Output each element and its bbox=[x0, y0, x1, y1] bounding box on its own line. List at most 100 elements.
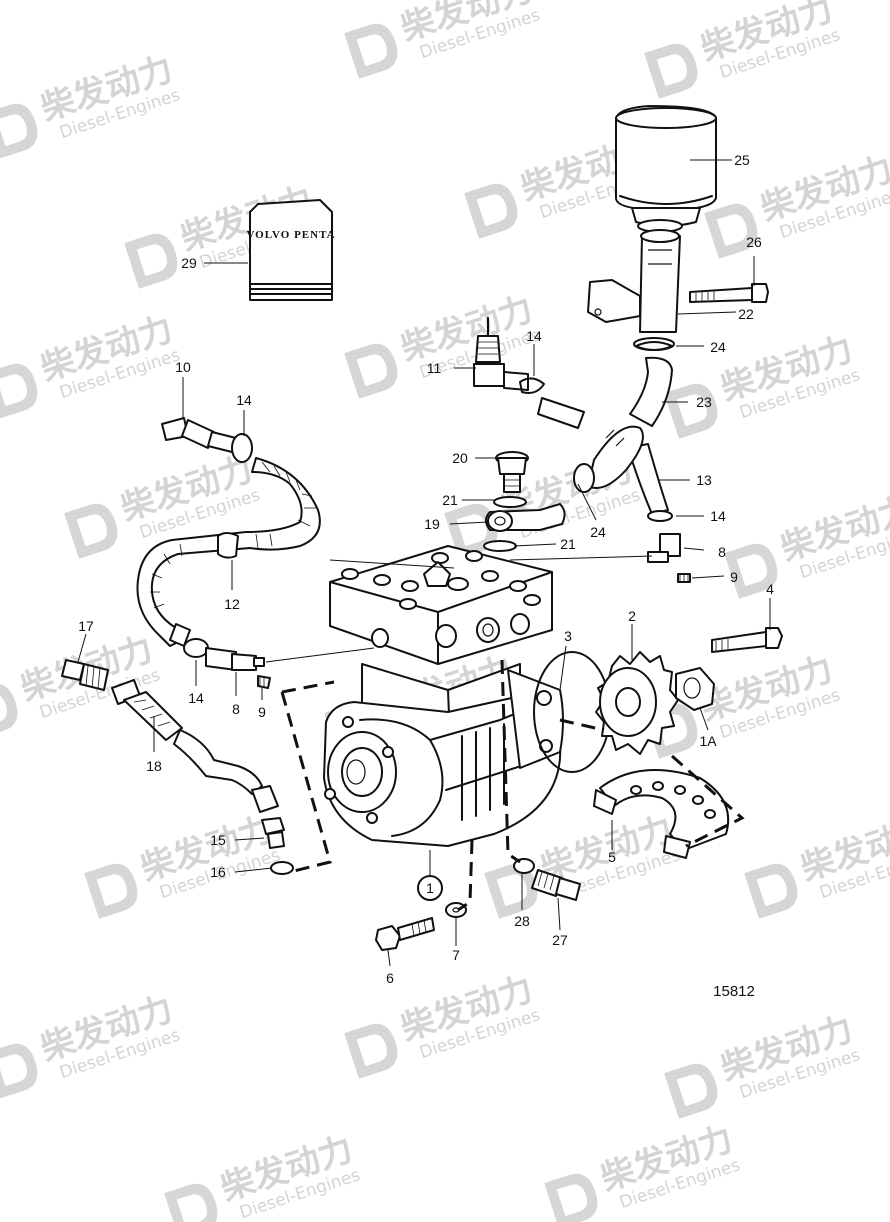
watermark-logo-icon bbox=[344, 1023, 398, 1079]
label-11: 11 bbox=[427, 360, 442, 376]
compressor-body bbox=[323, 545, 564, 847]
label-9-left: 9 bbox=[258, 704, 266, 720]
label-12: 12 bbox=[224, 596, 240, 612]
label-8-right: 8 bbox=[718, 544, 726, 560]
label-21-lower: 21 bbox=[560, 536, 576, 552]
part-4-bolt bbox=[711, 627, 783, 653]
part-24-hose-lower bbox=[573, 425, 644, 493]
watermark-logo-icon bbox=[124, 233, 178, 289]
part-18-pipe bbox=[111, 679, 279, 813]
watermark-logo-icon bbox=[344, 343, 398, 399]
part-17-adapter bbox=[61, 659, 109, 691]
label-24-lower: 24 bbox=[590, 524, 606, 540]
part-8-fitting-left bbox=[205, 647, 271, 689]
label-4: 4 bbox=[766, 581, 774, 597]
part-2-gear bbox=[595, 651, 679, 755]
part-21-washer-lower bbox=[483, 540, 517, 552]
label-28: 28 bbox=[514, 913, 530, 929]
assembly-dashed-lines bbox=[280, 659, 745, 912]
part-29-manual bbox=[249, 199, 333, 301]
part-16-washer bbox=[270, 861, 294, 875]
label-25: 25 bbox=[734, 152, 750, 168]
label-14-left-top: 14 bbox=[236, 392, 252, 408]
watermark-logo-icon bbox=[644, 43, 698, 99]
part-11-fitting bbox=[473, 317, 585, 429]
part-8-fitting-right bbox=[647, 533, 691, 583]
part-15-nipple bbox=[261, 817, 285, 849]
label-14-right: 14 bbox=[710, 508, 726, 524]
label-14-left-bottom: 14 bbox=[188, 690, 204, 706]
label-29: 29 bbox=[181, 255, 197, 271]
part-14-clamp-a bbox=[231, 433, 253, 463]
part-24-clamp-upper bbox=[635, 341, 673, 351]
part-6-bolt bbox=[375, 917, 435, 951]
drawing: VOLVO PENTA 1 bbox=[61, 105, 783, 1000]
part-5-cover bbox=[593, 769, 730, 859]
label-24-upper: 24 bbox=[710, 339, 726, 355]
label-17: 17 bbox=[78, 618, 94, 634]
watermark-logo-icon bbox=[64, 503, 118, 559]
label-22: 22 bbox=[738, 306, 754, 322]
part-labels: 25 26 22 24 23 13 14 8 9 11 14 20 21 19 … bbox=[78, 152, 774, 986]
label-10: 10 bbox=[175, 359, 191, 375]
part-27-nipple bbox=[531, 869, 581, 901]
watermark-logo-icon bbox=[744, 863, 798, 919]
part-25-filter-canister bbox=[615, 105, 717, 233]
part-26-bolt bbox=[689, 283, 769, 303]
part-14-clamp-d bbox=[647, 510, 673, 522]
label-9-right: 9 bbox=[730, 569, 738, 585]
part-12-hose-left bbox=[136, 417, 321, 647]
watermark-logo-icon bbox=[664, 383, 718, 439]
label-13: 13 bbox=[696, 472, 712, 488]
label-7: 7 bbox=[452, 947, 460, 963]
watermark-logo-icon bbox=[0, 363, 38, 419]
label-2: 2 bbox=[628, 608, 636, 624]
label-19: 19 bbox=[424, 516, 440, 532]
part-1A-nut bbox=[675, 667, 715, 711]
label-14-top: 14 bbox=[526, 328, 542, 344]
watermark-logo-icon bbox=[84, 863, 138, 919]
label-21-upper: 21 bbox=[442, 492, 458, 508]
part-14-clamp-c bbox=[519, 377, 545, 394]
group-marker: 1 bbox=[426, 880, 434, 896]
part-22-tube bbox=[587, 229, 681, 351]
watermark-logo-icon bbox=[704, 203, 758, 259]
label-18: 18 bbox=[146, 758, 162, 774]
watermark-logo-icon bbox=[664, 1063, 718, 1119]
watermark-logo-icon bbox=[484, 863, 538, 919]
label-23: 23 bbox=[696, 394, 712, 410]
watermark-logo-icon bbox=[0, 683, 18, 739]
part-13-hose bbox=[627, 443, 669, 515]
watermark-logo-icon bbox=[464, 183, 518, 239]
label-26: 26 bbox=[746, 234, 762, 250]
watermark-logo-icon bbox=[724, 543, 778, 599]
label-20: 20 bbox=[452, 450, 468, 466]
drawing-number: 15812 bbox=[713, 983, 755, 1000]
label-27: 27 bbox=[552, 932, 568, 948]
part-21-washer-upper bbox=[493, 496, 527, 508]
watermark-logo-icon bbox=[344, 23, 398, 79]
label-16: 16 bbox=[210, 864, 226, 880]
label-6: 6 bbox=[386, 970, 394, 986]
label-8-left: 8 bbox=[232, 701, 240, 717]
watermark-logo-icon bbox=[164, 1183, 218, 1222]
leader-lines bbox=[77, 159, 771, 967]
label-3: 3 bbox=[564, 628, 572, 644]
watermark-logo-icon bbox=[544, 1173, 598, 1222]
label-15: 15 bbox=[210, 832, 226, 848]
